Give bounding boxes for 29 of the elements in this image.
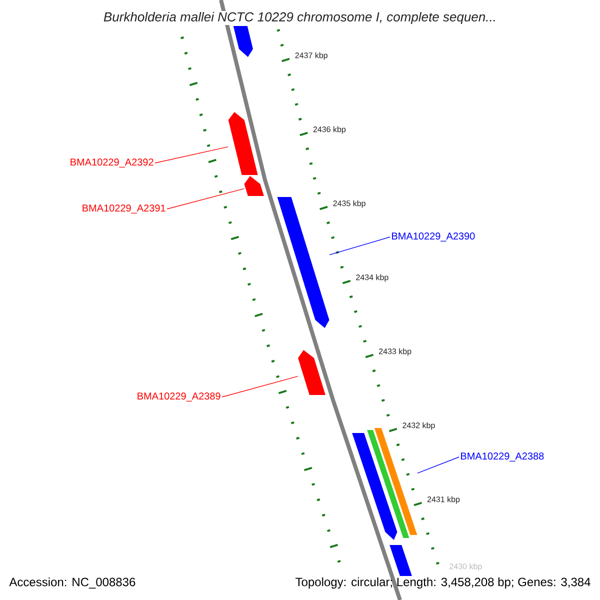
gene-bar <box>367 430 410 538</box>
scale-label: 2433 kbp <box>379 348 412 356</box>
scale-label: 2434 kbp <box>356 274 388 282</box>
scale-label: 2432 kbp <box>402 422 435 430</box>
gene-block <box>244 176 264 196</box>
footer-text: Accession: NC_008836 <box>9 577 136 589</box>
gene-block <box>228 112 258 175</box>
leader-line <box>154 146 228 164</box>
scale-label: 2431 kbp <box>427 496 460 504</box>
gene-label: BMA10229_A2388 <box>461 452 544 462</box>
gene-bar <box>374 428 418 535</box>
gene-block <box>390 545 412 576</box>
scale-label: 2436 kbp <box>313 126 346 134</box>
scale-label: 2430 kbp <box>450 563 482 571</box>
gene-block <box>233 26 253 57</box>
leader-line <box>417 456 460 474</box>
gene-label: BMA10229_A2392 <box>70 158 154 168</box>
gene-block <box>352 433 398 540</box>
gene-label: BMA10229_A2389 <box>138 392 220 402</box>
title: Burkholderia mallei NCTC 10229 chromosome I, complete sequen... <box>102 10 498 26</box>
gene-label: BMA10229_A2390 <box>392 232 475 242</box>
leader-line <box>166 188 244 210</box>
leader-line <box>329 236 390 256</box>
gene-block <box>277 197 330 328</box>
gene-block <box>298 350 326 395</box>
leader-line <box>222 376 298 398</box>
gene-label: BMA10229_A2391 <box>82 204 166 214</box>
footer-text: Topology: circular; Length: 3,458,208 bp; Genes: 3,384 <box>296 577 590 589</box>
scale-label: 2437 kbp <box>295 52 328 60</box>
